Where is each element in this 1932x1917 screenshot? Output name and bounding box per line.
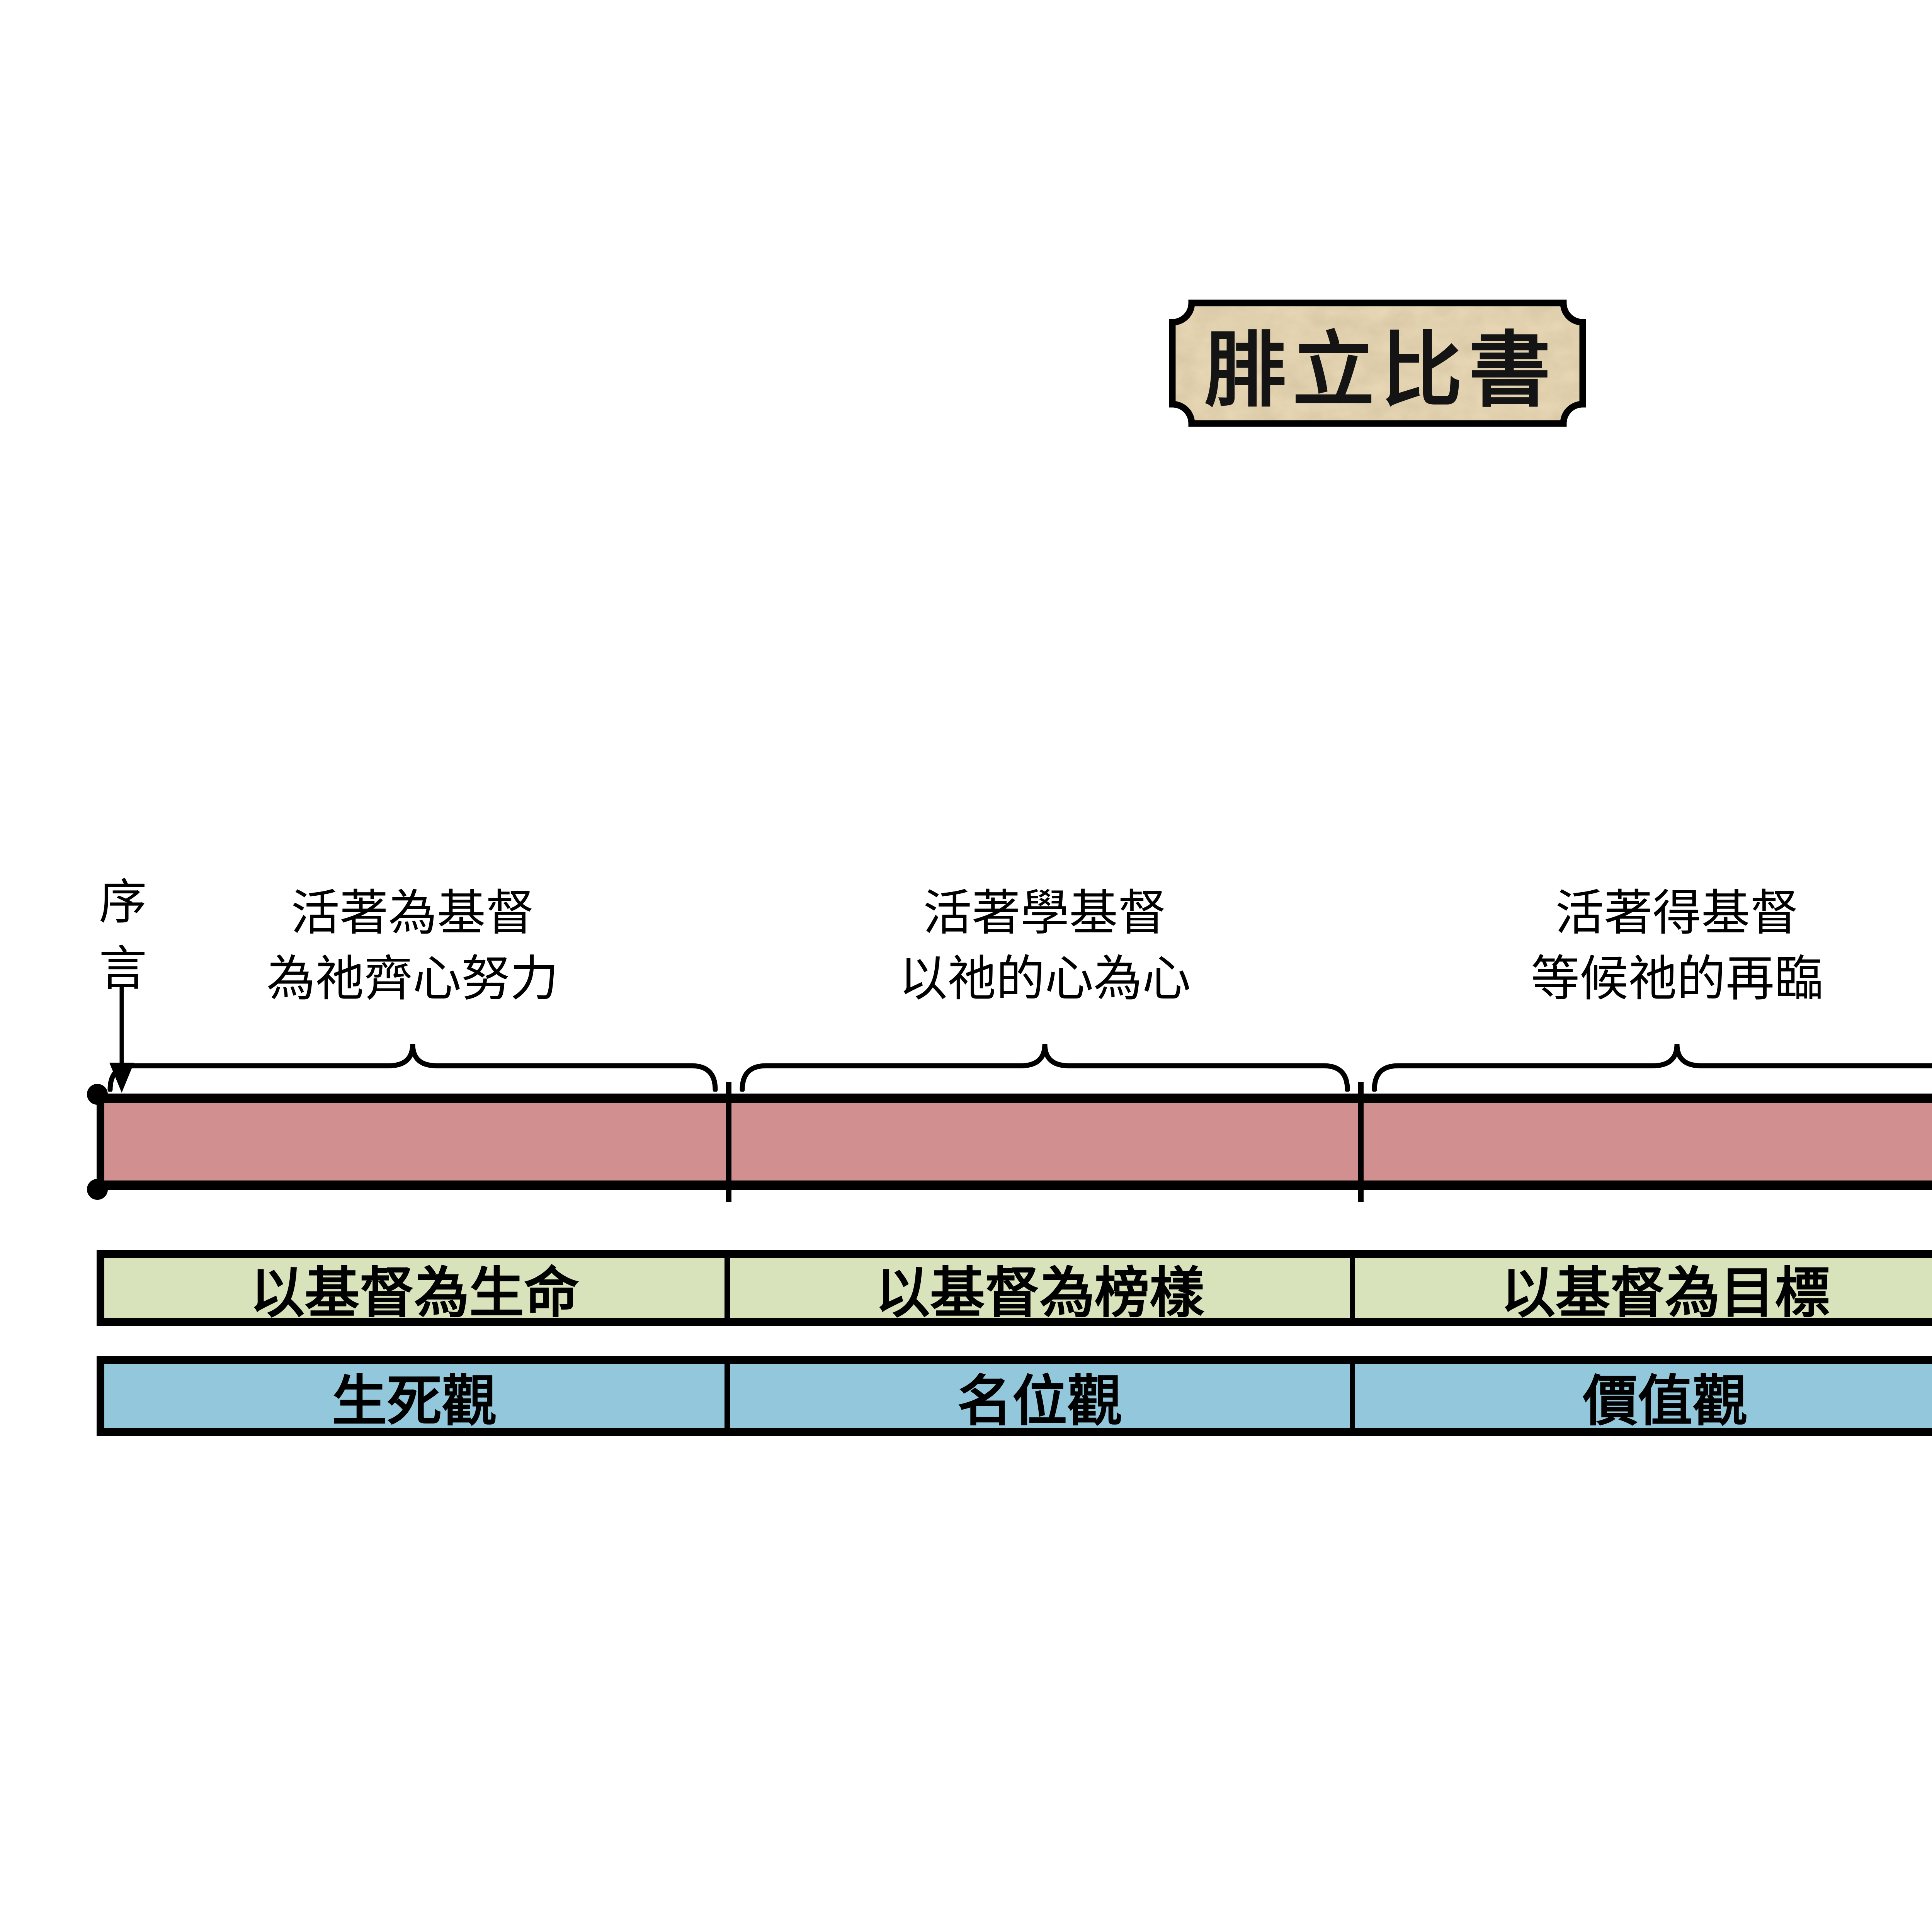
section-column: 活著為基督 為祂齊心努力 1 (97, 869, 729, 1198)
bar-endcap (87, 1179, 108, 1200)
title-plaque: 腓立比書 (1167, 298, 1588, 429)
section-theme-label: 活著為基督 為祂齊心努力 (97, 881, 729, 1012)
green-theme-bar: 以基督為生命 以基督為榜樣 以基督為目標 以基督為滿足 (97, 1250, 1932, 1326)
plaque-border (1169, 299, 1586, 427)
green-bar-cell: 以基督為目標 (1350, 1258, 1932, 1324)
brace-icon (740, 1044, 1350, 1092)
section-theme-line1: 活著得基督 (1555, 887, 1799, 941)
chapter-divider (726, 1082, 731, 1202)
blue-bar-cell: 價值觀 (1350, 1364, 1932, 1432)
chapter-divider (1358, 1082, 1364, 1202)
section-theme-line2: 為祂齊心努力 (267, 953, 559, 1006)
blue-perspective-bar: 生死觀 名位觀 價值觀 處事觀 (97, 1356, 1932, 1436)
plaque-shape (1169, 299, 1586, 427)
chapter-bar (97, 1094, 1932, 1190)
brace-icon (107, 1044, 718, 1092)
page-title: 腓立比書 (1204, 325, 1557, 417)
blue-bar-cell: 名位觀 (724, 1364, 1350, 1432)
section-column: 活著學基督 以祂的心為心 2 (729, 869, 1361, 1198)
bar-endcap (87, 1084, 108, 1105)
section-theme-label: 活著得基督 等候祂的再臨 (1361, 881, 1932, 1012)
section-theme-line2: 等候祂的再臨 (1531, 953, 1823, 1006)
section-theme-line1: 活著為基督 (291, 887, 534, 941)
blue-bar-cell: 生死觀 (332, 1371, 497, 1432)
intro-label: 序言 (99, 876, 147, 995)
section-theme-line1: 活著學基督 (923, 887, 1167, 941)
green-bar-cell: 以基督為生命 (250, 1262, 579, 1324)
plaque-fill (1172, 303, 1583, 424)
brace-icon (1372, 1044, 1932, 1092)
section-theme-line2: 以祂的心為心 (899, 953, 1191, 1006)
green-bar-cell: 以基督為榜樣 (724, 1258, 1350, 1324)
section-theme-label: 活著學基督 以祂的心為心 (729, 881, 1361, 1012)
